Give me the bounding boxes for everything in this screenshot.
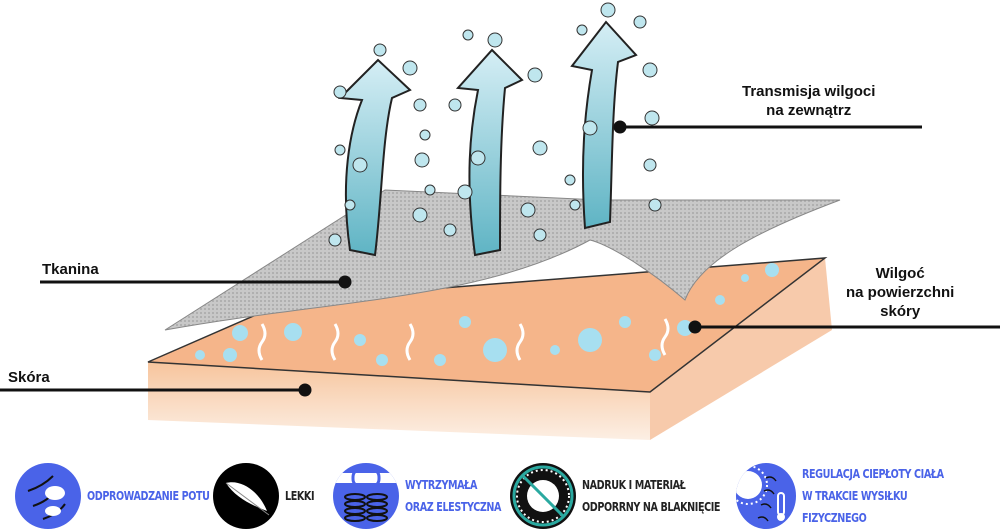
feature-durable-elastic: WYTRZYMAŁA ORAZ ELESTYCZNA [333, 463, 525, 529]
feature-label: ODPROWADZANIE POTU [87, 489, 210, 503]
feature-label-line: W TRAKCIE WYSIŁKU FIZYCZNEGO [802, 489, 908, 525]
sun-thermometer-icon [736, 463, 797, 529]
feature-label-line: ODPORRNY NA BLAKNIĘCIE [582, 500, 721, 514]
label-line: Wilgoć [875, 265, 925, 282]
feature-lightweight: LEKKI [213, 463, 321, 529]
feature-label: WYTRZYMAŁA ORAZ ELESTYCZNA [405, 474, 501, 518]
vapor-bubbles [328, 2, 662, 247]
skin-moisture-label: Wilgoć na powierzchni skóry [846, 264, 954, 321]
feature-fade-resistant: NADRUK I MATERIAŁ ODPORRNY NA BLAKNIĘCIE [510, 463, 755, 529]
feature-sweat-wicking: ODPROWADZANIE POTU [15, 463, 240, 529]
moisture-arrows [337, 20, 638, 257]
feature-label-line: WYTRZYMAŁA [405, 478, 477, 492]
label-line: skóry [880, 303, 921, 320]
feature-label: NADRUK I MATERIAŁ ODPORRNY NA BLAKNIĘCIE [582, 474, 720, 518]
feature-label-line: ORAZ ELESTYCZNA [405, 500, 502, 514]
moisture-out-label: Transmisja wilgoci na zewnątrz [742, 82, 875, 120]
chain-spring-icon [333, 463, 399, 529]
steam-arrows [257, 318, 670, 361]
fabric-layer [164, 189, 841, 331]
skin-label: Skóra [8, 369, 50, 386]
feature-thermoregulation: REGULACJA CIEPŁOTY CIAŁA W TRAKCIE WYSIŁK… [736, 463, 1000, 529]
skin-droplets [195, 263, 779, 366]
sweat-wicking-icon [15, 463, 81, 529]
no-fade-sun-icon [510, 463, 576, 529]
label-line: Transmisja wilgoci [742, 83, 876, 100]
feature-label-line: NADRUK I MATERIAŁ [582, 478, 686, 492]
feature-label-line: REGULACJA CIEPŁOTY CIAŁA [802, 467, 945, 481]
feature-label: REGULACJA CIEPŁOTY CIAŁA W TRAKCIE WYSIŁK… [802, 463, 960, 529]
fabric-label: Tkanina [42, 261, 99, 278]
label-line: na zewnątrz [766, 102, 852, 119]
feather-icon [213, 463, 279, 529]
label-line: na powierzchni [846, 284, 955, 301]
feature-label: LEKKI [285, 489, 315, 503]
callout-lines [0, 120, 1000, 397]
